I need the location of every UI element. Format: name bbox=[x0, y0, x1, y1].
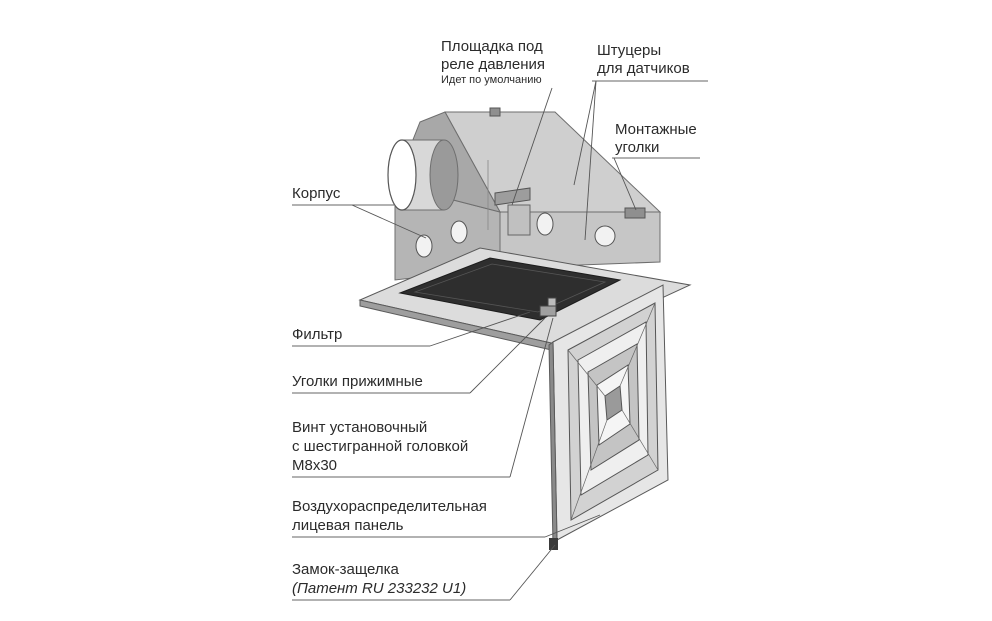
panel-label-line2: лицевая панель bbox=[292, 517, 404, 534]
platform-label-line2: реле давления bbox=[441, 56, 546, 73]
screw-label-line2: с шестигранной головкой bbox=[292, 438, 469, 455]
screw-label-line1: Винт установочный bbox=[292, 419, 428, 436]
screw-label-line3: M8x30 bbox=[292, 457, 338, 474]
round-duct-spigot bbox=[387, 139, 459, 211]
fittings-label-line1: Штуцеры bbox=[597, 42, 662, 59]
housing-label: Корпус bbox=[292, 185, 341, 202]
fittings-label-line2: для датчиков bbox=[597, 60, 690, 77]
filter-label: Фильтр bbox=[292, 326, 343, 343]
platform-note: Идет по умолчанию bbox=[441, 74, 542, 86]
brackets-label-line1: Монтажные bbox=[615, 121, 697, 138]
brackets-label-line2: уголки bbox=[615, 139, 660, 156]
mounting-brackets bbox=[489, 107, 646, 219]
patent-label: (Патент RU 233232 U1) bbox=[292, 580, 467, 597]
clamp-corners bbox=[539, 297, 557, 317]
latch-label: Замок-защелка bbox=[292, 561, 399, 578]
platform-label-line1: Площадка под bbox=[441, 38, 543, 55]
panel-label-line1: Воздухораспределительная bbox=[292, 498, 487, 515]
filter bbox=[398, 257, 622, 321]
latch bbox=[549, 538, 558, 550]
face-panel bbox=[548, 284, 669, 547]
label-underlines bbox=[292, 80, 708, 601]
pressure-relay-platform bbox=[494, 187, 531, 236]
leader-lines bbox=[351, 80, 637, 601]
clamps-label: Уголки прижимные bbox=[292, 373, 423, 390]
port-holes bbox=[415, 212, 616, 258]
